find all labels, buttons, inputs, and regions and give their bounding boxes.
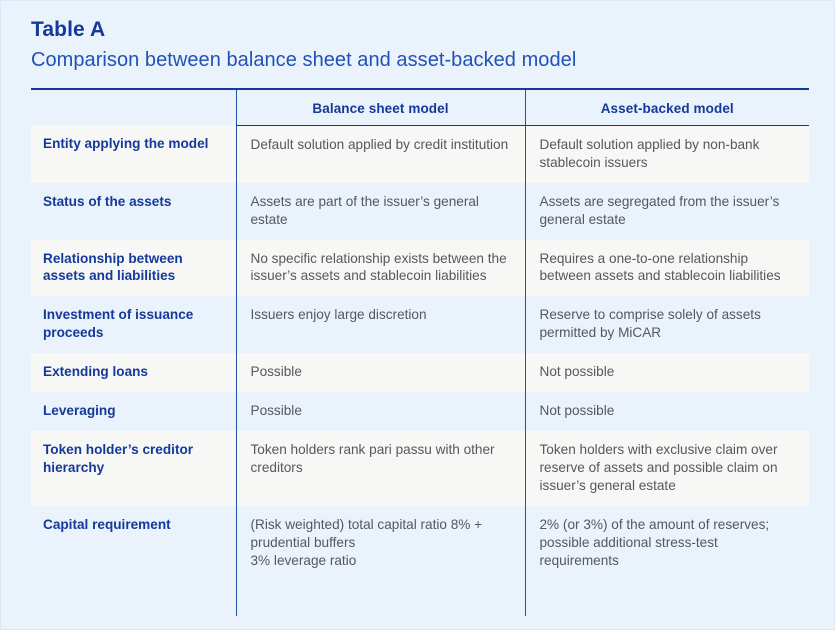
column-header-blank — [31, 87, 236, 126]
cell-balance-sheet: Token holders rank pari passu with other… — [235, 431, 525, 506]
cell-balance-sheet: Assets are part of the issuer’s general … — [235, 182, 525, 240]
cell-asset-backed: 2% (or 3%) of the amount of reserves; po… — [524, 505, 809, 616]
row-label: Investment of issuance proceeds — [31, 296, 236, 354]
column-header-asset-backed: Asset-backed model — [524, 87, 809, 126]
comparison-table: Balance sheet model Asset-backed model E… — [31, 87, 809, 616]
cell-asset-backed: Requires a one-to-one relationship betwe… — [524, 239, 809, 297]
table-label: Table A — [31, 18, 106, 41]
table-caption: Comparison between balance sheet and ass… — [31, 48, 577, 71]
cell-asset-backed: Not possible — [524, 392, 809, 432]
row-label: Capital requirement — [31, 505, 236, 616]
column-header-balance-sheet: Balance sheet model — [235, 87, 525, 126]
table-header: Balance sheet model Asset-backed model — [31, 87, 809, 126]
cell-asset-backed: Default solution applied by non-bank sta… — [524, 125, 809, 183]
row-label: Leveraging — [31, 392, 236, 432]
heading-block: Table A Comparison between balance sheet… — [1, 1, 834, 72]
row-label: Relationship between assets and liabilit… — [31, 239, 236, 297]
cell-asset-backed: Assets are segregated from the issuer’s … — [524, 182, 809, 240]
row-label: Extending loans — [31, 353, 236, 393]
table-row: Relationship between assets and liabilit… — [31, 239, 809, 297]
row-label: Status of the assets — [31, 182, 236, 240]
cell-balance-sheet: (Risk weighted) total capital ratio 8% +… — [235, 505, 525, 616]
header-row: Balance sheet model Asset-backed model — [31, 87, 809, 126]
row-label: Entity applying the model — [31, 125, 236, 183]
cell-asset-backed: Reserve to comprise solely of assets per… — [524, 296, 809, 354]
cell-asset-backed: Not possible — [524, 353, 809, 393]
cell-balance-sheet: Possible — [235, 392, 525, 432]
table-row: Capital requirement(Risk weighted) total… — [31, 505, 809, 616]
cell-balance-sheet: Possible — [235, 353, 525, 393]
table-container: Balance sheet model Asset-backed model E… — [31, 87, 809, 616]
cell-asset-backed: Token holders with exclusive claim over … — [524, 431, 809, 506]
cell-balance-sheet: Issuers enjoy large discretion — [235, 296, 525, 354]
cell-balance-sheet: Default solution applied by credit insti… — [235, 125, 525, 183]
row-label: Token holder’s creditor hierarchy — [31, 431, 236, 506]
cell-balance-sheet: No specific relationship exists between … — [235, 239, 525, 297]
